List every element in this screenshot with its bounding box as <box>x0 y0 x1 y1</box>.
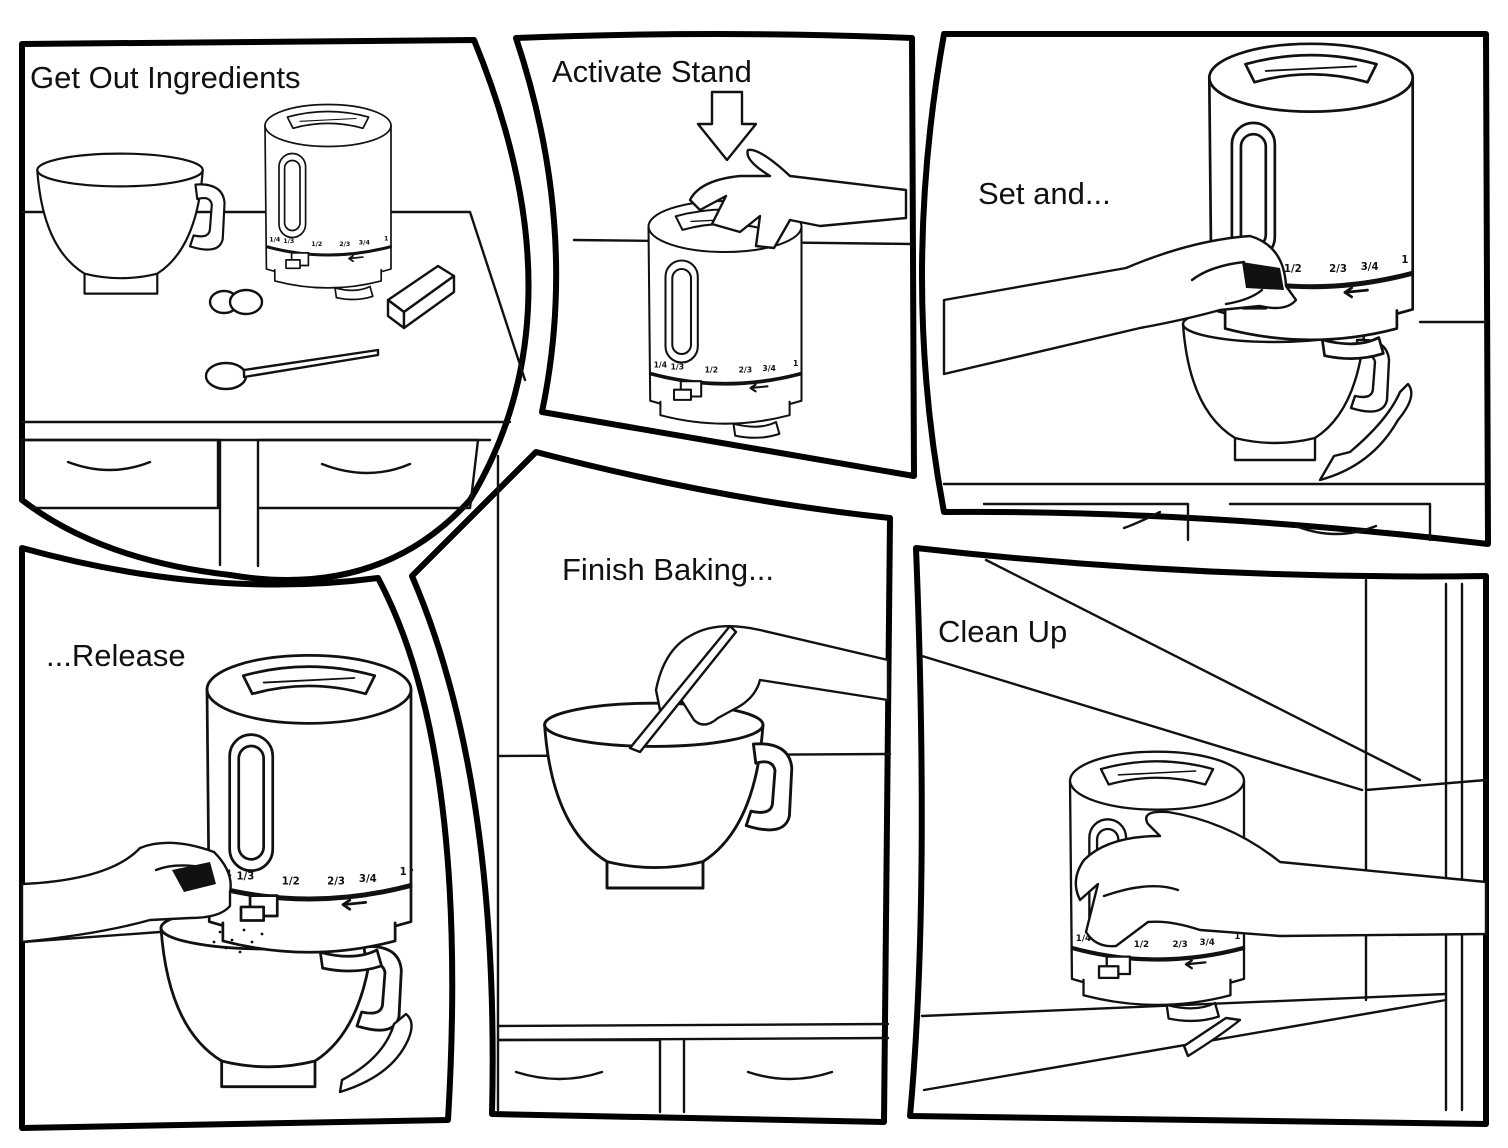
panel-clean-up: Clean Up <box>907 545 1489 1127</box>
hands <box>1074 810 1488 948</box>
panel-set-and: Set and... <box>919 31 1491 547</box>
panel-6-scene <box>920 558 1488 1112</box>
panel-4-caption: ...Release <box>46 638 186 673</box>
flour-dots <box>212 928 264 954</box>
panel-3-caption: Set and... <box>978 176 1111 211</box>
measuring-spoon <box>204 348 380 391</box>
hand <box>688 148 908 250</box>
panel-2-scene <box>572 90 914 439</box>
measuring-canister <box>1207 42 1415 360</box>
butter-stick <box>386 264 456 330</box>
hand-with-spatula <box>628 624 890 754</box>
down-arrow <box>696 90 758 162</box>
panel-1-caption: Get Out Ingredients <box>30 60 301 95</box>
panel-5-caption: Finish Baking... <box>562 552 774 587</box>
measuring-canister <box>264 103 392 301</box>
hand <box>942 234 1298 376</box>
measuring-canister <box>205 653 413 973</box>
panel-release: ...Release <box>19 545 456 1131</box>
panel-get-out-ingredients: Get Out Ingredients <box>19 37 532 583</box>
panel-finish-baking: Finish Baking... <box>409 449 893 1125</box>
panel-4-scene <box>20 653 414 1094</box>
panel-1-scene <box>20 103 527 568</box>
eggs <box>208 288 264 316</box>
panel-2-caption: Activate Stand <box>552 54 752 89</box>
panel-3-scene <box>942 42 1488 542</box>
panel-activate-stand: Activate Stand <box>513 31 917 479</box>
panel-6-caption: Clean Up <box>938 614 1067 649</box>
panel-5-scene <box>496 454 892 1114</box>
